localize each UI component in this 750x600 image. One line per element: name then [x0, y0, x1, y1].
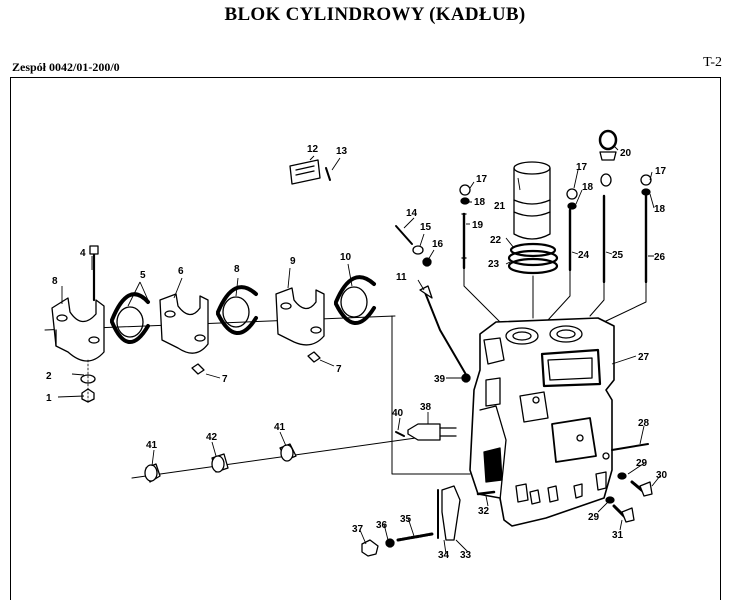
callout-11: 11 [396, 272, 407, 283]
nut-17c [640, 174, 652, 186]
callout-41b: 41 [274, 422, 286, 433]
callout-28: 28 [638, 418, 650, 429]
callout-17a: 17 [476, 174, 488, 185]
nut-37 [361, 539, 379, 557]
washer-15 [412, 245, 424, 255]
callout-20: 20 [620, 148, 632, 159]
assembly-number: Zespół 0042/01-200/0 [12, 60, 120, 74]
callout-8b: 8 [234, 264, 240, 275]
callout-18c: 18 [654, 204, 666, 215]
callout-18a: 18 [474, 197, 486, 208]
callout-17c: 17 [655, 166, 667, 177]
callout-37: 37 [352, 524, 364, 535]
callout-42: 42 [206, 432, 218, 443]
fitting-14 [395, 225, 413, 245]
nut-16 [422, 257, 432, 267]
bushing-42 [211, 453, 229, 473]
washer-2 [80, 374, 96, 384]
callout-10: 10 [340, 252, 352, 263]
nut-17a [459, 184, 471, 196]
bearing-cap-left [51, 297, 105, 362]
bushing-41-left [144, 463, 161, 483]
seal-ring-22 [509, 242, 557, 258]
callout-40: 40 [392, 408, 404, 419]
callout-5: 5 [140, 270, 146, 281]
callout-33: 33 [460, 550, 472, 561]
sheet-number: T-2 [703, 55, 722, 70]
callout-4: 4 [80, 248, 86, 259]
callout-1: 1 [46, 393, 52, 404]
callout-26: 26 [654, 252, 666, 263]
washer-29b [605, 496, 615, 504]
callout-22: 22 [490, 235, 502, 246]
callout-2: 2 [46, 371, 52, 382]
callout-6: 6 [178, 266, 184, 277]
bushing-axis-line [131, 435, 431, 479]
nut-17b [566, 188, 578, 200]
seal-ring-23a [507, 249, 559, 267]
lifting-eye-20 [598, 129, 618, 151]
screw-13 [325, 167, 331, 181]
callout-23: 23 [488, 259, 500, 270]
callout-16: 16 [432, 239, 444, 250]
callout-17b: 17 [576, 162, 588, 173]
callout-35: 35 [400, 514, 412, 525]
page-title: BLOK CYLINDROWY (KADŁUB) [224, 4, 526, 25]
cylinder-block-27 [469, 317, 615, 527]
callout-31: 31 [612, 530, 624, 541]
bearing-cap-9 [275, 287, 325, 346]
callout-32: 32 [478, 506, 490, 517]
callout-12: 12 [307, 144, 319, 155]
callout-7b: 7 [336, 364, 342, 375]
pin-40 [395, 431, 405, 437]
plug-38 [407, 423, 457, 441]
callout-34: 34 [438, 550, 450, 561]
callout-18b: 18 [582, 182, 594, 193]
callout-21: 21 [494, 201, 506, 212]
callout-labels: 1 2 4 5 6 7 7 8 8 9 10 11 12 13 14 15 16… [46, 144, 668, 561]
washer-29a [617, 472, 627, 480]
cylinder-liner-21 [513, 161, 551, 240]
dowel-7a [191, 363, 205, 375]
bracket-33 [441, 485, 461, 541]
callout-13: 13 [336, 146, 348, 157]
plate-12 [289, 159, 321, 185]
bearing-cap-6 [159, 293, 209, 354]
washer-18a [460, 197, 470, 205]
callout-27: 27 [638, 352, 650, 363]
callout-39: 39 [434, 374, 446, 385]
callout-9: 9 [290, 256, 296, 267]
washer-36 [385, 538, 395, 548]
callout-30: 30 [656, 470, 668, 481]
bearing-shell-5 [110, 292, 150, 344]
bearing-shell-10 [334, 275, 376, 326]
callout-14: 14 [406, 208, 418, 219]
callout-36: 36 [376, 520, 388, 531]
bushing-41-right [279, 443, 297, 462]
spring-35 [396, 532, 434, 542]
callout-19: 19 [472, 220, 484, 231]
callout-7a: 7 [222, 374, 228, 385]
oil-line-11 [423, 289, 469, 379]
dowel-7b [307, 351, 321, 363]
drawing-frame [10, 77, 721, 600]
callout-15: 15 [420, 222, 432, 233]
callout-24: 24 [578, 250, 590, 261]
callout-29b: 29 [588, 512, 600, 523]
callout-25: 25 [612, 250, 624, 261]
bearing-shell-8 [216, 285, 258, 336]
callout-8a: 8 [52, 276, 58, 287]
pin-28 [611, 443, 649, 451]
washer-18b [567, 202, 577, 210]
callout-38: 38 [420, 402, 432, 413]
callout-29a: 29 [636, 458, 648, 469]
callout-41a: 41 [146, 440, 158, 451]
washer-18c [641, 188, 651, 196]
pin-32 [476, 490, 496, 496]
